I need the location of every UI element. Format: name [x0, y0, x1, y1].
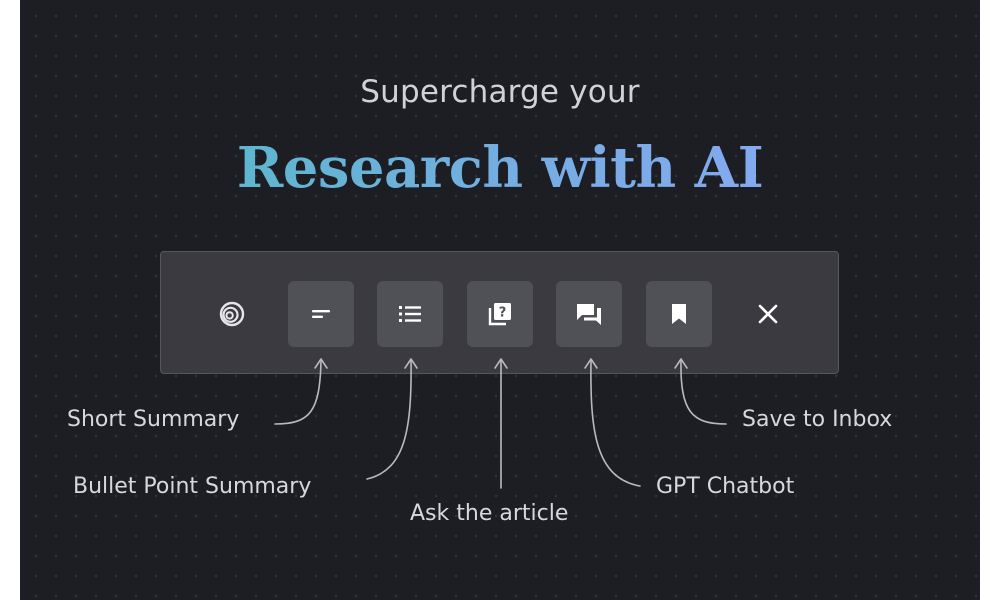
- short-summary-icon: [312, 310, 330, 318]
- save-to-inbox-button[interactable]: [646, 281, 712, 347]
- short-summary-button[interactable]: [288, 281, 354, 347]
- svg-text:?: ?: [499, 306, 507, 321]
- close-button[interactable]: [735, 281, 801, 347]
- bullet-point-summary-button[interactable]: [377, 281, 443, 347]
- bullet-point-summary-arrow: [366, 359, 412, 480]
- ask-the-article-label: Ask the article: [410, 501, 569, 526]
- bullet-list-icon: [399, 306, 421, 322]
- gpt-chatbot-label: GPT Chatbot: [656, 474, 795, 499]
- hero-headline-text: Research with AI: [236, 135, 764, 201]
- promo-canvas: Supercharge your Research with AI: [20, 0, 980, 600]
- short-summary-label: Short Summary: [67, 407, 240, 432]
- logo-spiral-icon: [219, 301, 245, 327]
- close-icon: [758, 304, 778, 324]
- gpt-chatbot-arrow: [590, 359, 641, 487]
- gpt-chatbot-button[interactable]: [556, 281, 622, 347]
- chat-bubbles-icon: [577, 304, 601, 325]
- logo-button[interactable]: [199, 281, 265, 347]
- hero-subtitle: Supercharge your: [360, 74, 640, 110]
- hero-headline: Research with AI: [20, 128, 980, 208]
- question-doc-icon: ?: [488, 303, 511, 326]
- ask-the-article-button[interactable]: ?: [467, 281, 533, 347]
- bullet-point-summary-label: Bullet Point Summary: [73, 474, 312, 499]
- save-to-inbox-label: Save to Inbox: [742, 407, 893, 432]
- reader-toolbar: ?: [160, 251, 839, 374]
- bookmark-icon: [672, 304, 686, 324]
